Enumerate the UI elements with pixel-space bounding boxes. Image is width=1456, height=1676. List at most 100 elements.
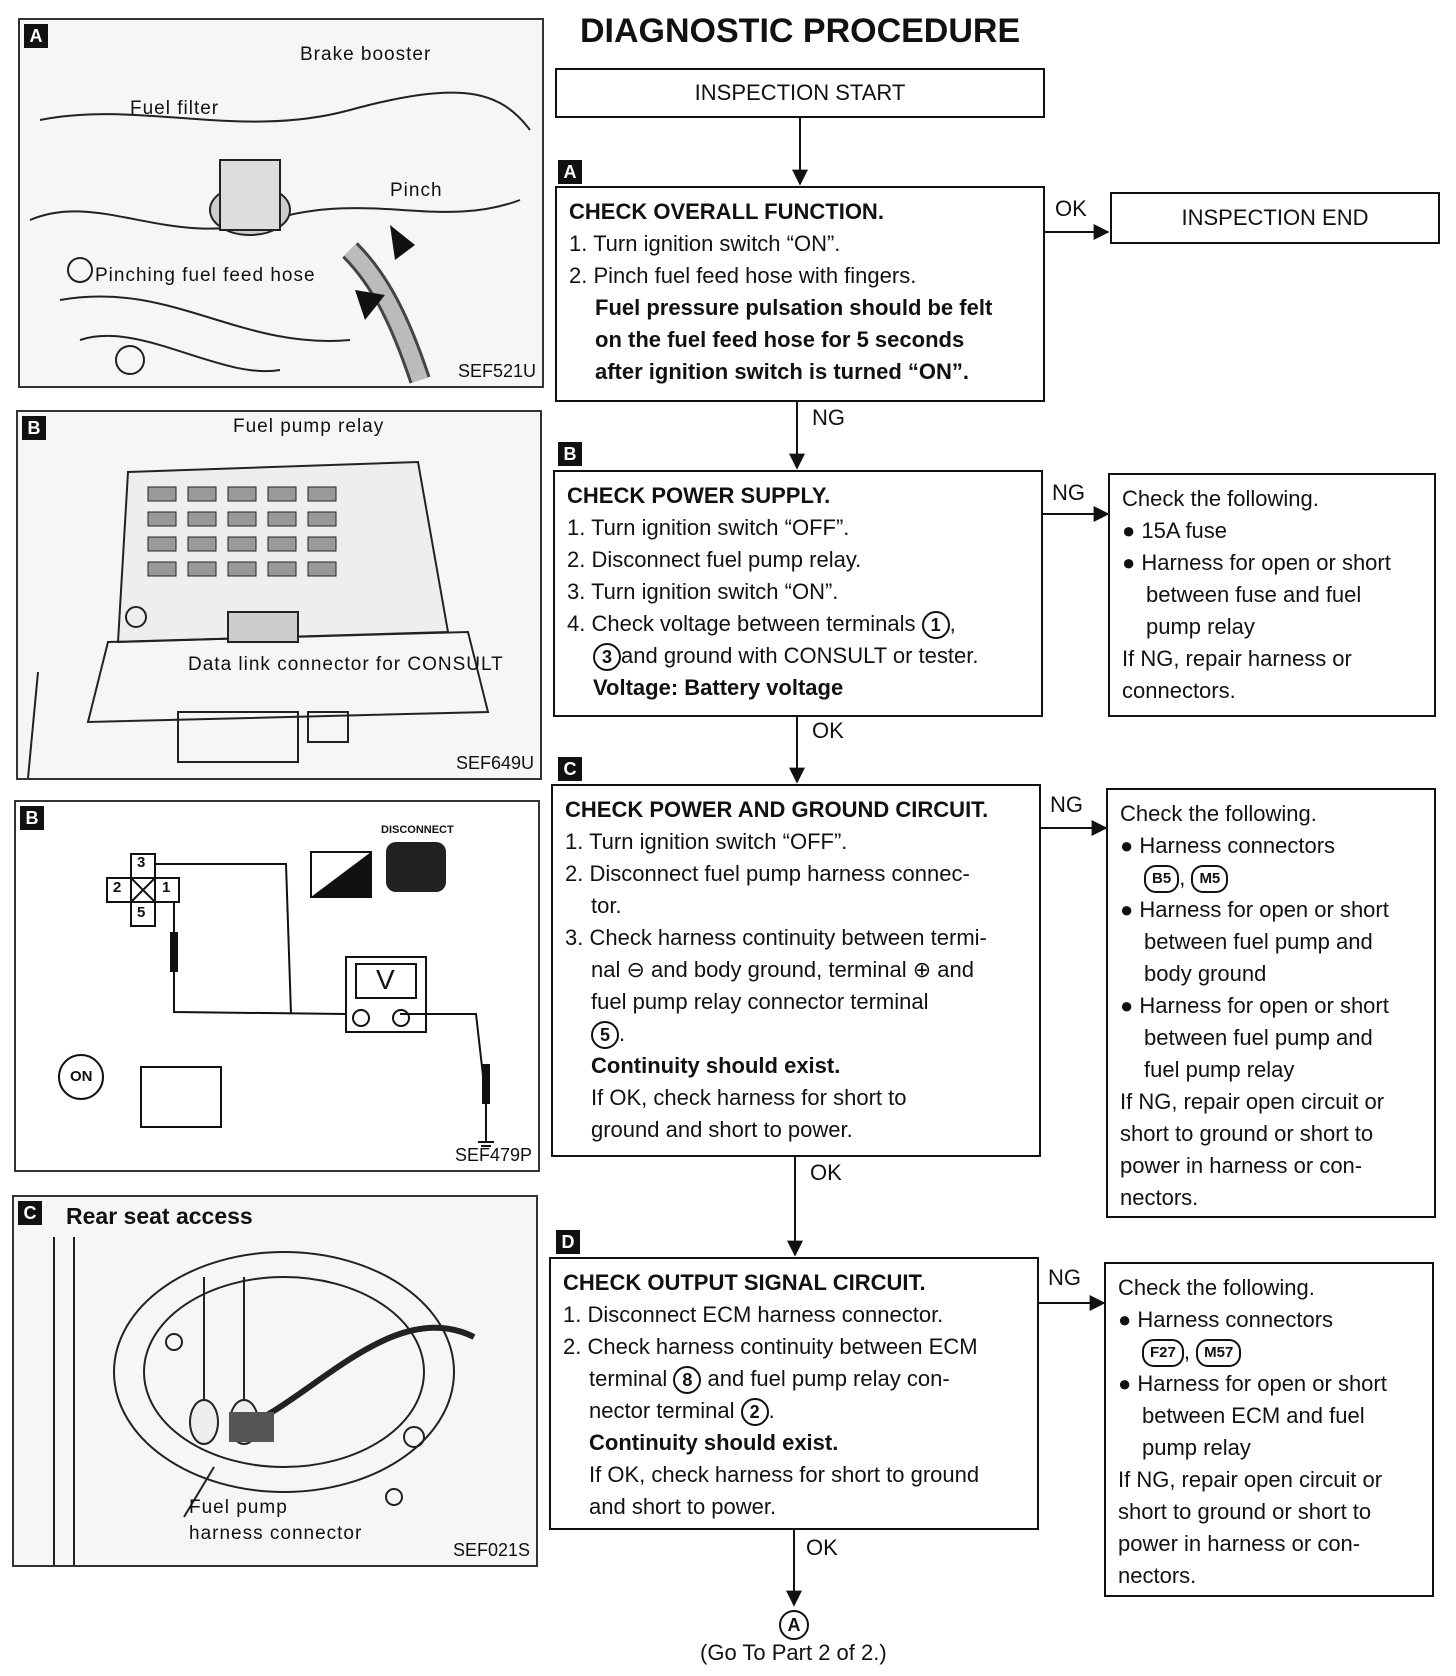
figure-3-tag: B [20, 806, 44, 830]
terminal-1-symbol: 1 [921, 611, 950, 640]
step-d-ng-label: NG [1048, 1265, 1081, 1290]
step-a-tag: A [558, 160, 582, 184]
step-d-line-2b-text-2: and fuel pump relay con- [707, 1366, 950, 1391]
fuse-box-illustration [27, 460, 490, 778]
side-b-line-6: If NG, repair harness or [1122, 646, 1352, 671]
side-b-line-7: connectors. [1122, 678, 1236, 703]
continue-note: (Go To Part 2 of 2.) [700, 1640, 887, 1665]
side-d-connectors: F27, M57 [1118, 1336, 1420, 1368]
fuel-filter-illustration [29, 91, 531, 384]
side-b-line-4: between fuse and fuel [1146, 582, 1362, 607]
side-c-line-10: short to ground or short to [1120, 1121, 1374, 1146]
step-d-criteria: Continuity should exist. [589, 1430, 839, 1455]
terminal-3-symbol: 3 [593, 643, 621, 672]
connector-b5-symbol: B5 [1144, 865, 1180, 894]
side-b-line-3: ● Harness for open or short [1122, 550, 1391, 575]
step-c-line-3b: nal ⊖ and body ground, terminal ⊕ and [591, 957, 974, 982]
figure-2-caption-data-link: Data link connector for CONSULT [188, 654, 504, 675]
step-c-line-2a: 2. Disconnect fuel pump harness connec- [565, 861, 970, 886]
terminal-5-symbol: 5 [591, 1021, 619, 1050]
side-d-line-7: short to ground or short to [1118, 1499, 1372, 1524]
figure-4-caption-2: harness connector [189, 1523, 363, 1544]
step-c-tag: C [558, 757, 582, 781]
step-d-line-2c-period: . [768, 1398, 775, 1423]
side-c-line-2: ● Harness connectors [1120, 833, 1336, 858]
figure-1-caption-pinch: Pinch [390, 180, 443, 201]
connector-f27-symbol: F27 [1142, 1339, 1184, 1368]
figure-fuse-box: B Fuel pump relay Data link connector fo… [16, 410, 542, 780]
figure-2-tag: B [22, 416, 46, 440]
terminal-1-label: 1 [162, 879, 171, 896]
step-d-ok-label: OK [806, 1535, 838, 1560]
step-a-title: CHECK OVERALL FUNCTION. [569, 199, 884, 224]
figure-rear-seat-access: C Rear seat access Fuel pump harness con… [12, 1195, 538, 1567]
step-d-tag: D [556, 1230, 580, 1254]
figure-2-caption-relay: Fuel pump relay [233, 416, 385, 437]
step-b-line-3: 3. Turn ignition switch “ON”. [567, 579, 839, 604]
terminal-2-symbol: 2 [740, 1398, 769, 1427]
rear-seat-illustration [53, 1237, 476, 1565]
inspection-start-box: INSPECTION START [555, 68, 1045, 118]
connector-m57-symbol: M57 [1196, 1339, 1242, 1368]
side-d-line-5: pump relay [1142, 1435, 1251, 1460]
side-c-line-12: nectors. [1120, 1185, 1199, 1210]
step-d-line-2b: terminal 8 and fuel pump relay con- [563, 1363, 1025, 1395]
page-title: DIAGNOSTIC PROCEDURE [580, 12, 1021, 50]
step-c-ok-label: OK [810, 1160, 842, 1185]
step-a-criteria-1: Fuel pressure pulsation should be felt [595, 295, 993, 320]
step-a-criteria-2: on the fuel feed hose for 5 seconds [595, 327, 965, 352]
terminal-5-label: 5 [137, 904, 146, 921]
side-c-line-8: fuel pump relay [1144, 1057, 1295, 1082]
step-d-line-2c-text: nector terminal [589, 1398, 735, 1423]
step-a-ng-label: NG [812, 405, 845, 430]
side-d-line-4: between ECM and fuel [1142, 1403, 1365, 1428]
step-c-line-2b: tor. [591, 893, 622, 918]
step-c-line-3c: fuel pump relay connector terminal [591, 989, 929, 1014]
figure-1-code: SEF521U [457, 361, 536, 381]
step-b-line-4-comma: , [949, 611, 956, 636]
figure-1-caption-brake-booster: Brake booster [300, 44, 432, 65]
step-a-criteria-3: after ignition switch is turned “ON”. [595, 359, 970, 384]
side-c-connector-sep: , [1179, 865, 1186, 890]
side-c-line-4: between fuel pump and [1144, 929, 1373, 954]
figure-4-tag: C [18, 1201, 42, 1225]
ts-label: T.S. [342, 876, 363, 890]
step-d-line-2a: 2. Check harness continuity between ECM [563, 1334, 978, 1359]
side-b-line-2: ● 15A fuse [1122, 518, 1228, 543]
side-d-line-3: ● Harness for open or short [1118, 1371, 1387, 1396]
side-c-line-7: between fuel pump and [1144, 1025, 1373, 1050]
step-d-box: CHECK OUTPUT SIGNAL CIRCUIT. 1. Disconne… [549, 1257, 1039, 1530]
continue-connector-label: A [787, 1615, 801, 1635]
side-d-line-2: ● Harness connectors [1118, 1307, 1334, 1332]
step-c-line-4b: ground and short to power. [591, 1117, 853, 1142]
side-c-connectors: B5, M5 [1120, 862, 1422, 894]
step-b-line-2: 2. Disconnect fuel pump relay. [567, 547, 862, 572]
step-c-ng-label: NG [1050, 792, 1083, 817]
inspection-end-box: INSPECTION END [1110, 192, 1440, 244]
step-a-box: CHECK OVERALL FUNCTION. 1. Turn ignition… [555, 186, 1045, 402]
side-box-c: Check the following. ● Harness connector… [1106, 788, 1436, 1218]
inspection-end-label: INSPECTION END [1181, 205, 1369, 230]
side-b-line-1: Check the following. [1122, 486, 1319, 511]
side-b-line-5: pump relay [1146, 614, 1255, 639]
side-d-line-1: Check the following. [1118, 1275, 1315, 1300]
figure-1-tag: A [24, 24, 48, 48]
step-b-line-1: 1. Turn ignition switch “OFF”. [567, 515, 850, 540]
step-d-line-2c: nector terminal 2. [563, 1395, 1025, 1427]
step-c-box: CHECK POWER AND GROUND CIRCUIT. 1. Turn … [551, 784, 1041, 1157]
step-b-title: CHECK POWER SUPPLY. [567, 483, 831, 508]
step-b-criteria: Voltage: Battery voltage [593, 675, 844, 700]
voltage-test-illustration [58, 842, 494, 1147]
step-d-line-3a: If OK, check harness for short to ground [589, 1462, 980, 1487]
side-box-d: Check the following. ● Harness connector… [1104, 1262, 1434, 1597]
step-b-box: CHECK POWER SUPPLY. 1. Turn ignition swi… [553, 470, 1043, 717]
step-d-line-2b-text: terminal [589, 1366, 668, 1391]
connector-m5-symbol: M5 [1191, 865, 1229, 894]
terminal-2-label: 2 [113, 879, 122, 896]
terminal-8-symbol: 8 [673, 1366, 702, 1395]
side-d-connector-sep: , [1183, 1339, 1190, 1364]
side-c-line-9: If NG, repair open circuit or [1120, 1089, 1385, 1114]
ignition-on-label: ON [70, 1068, 93, 1085]
